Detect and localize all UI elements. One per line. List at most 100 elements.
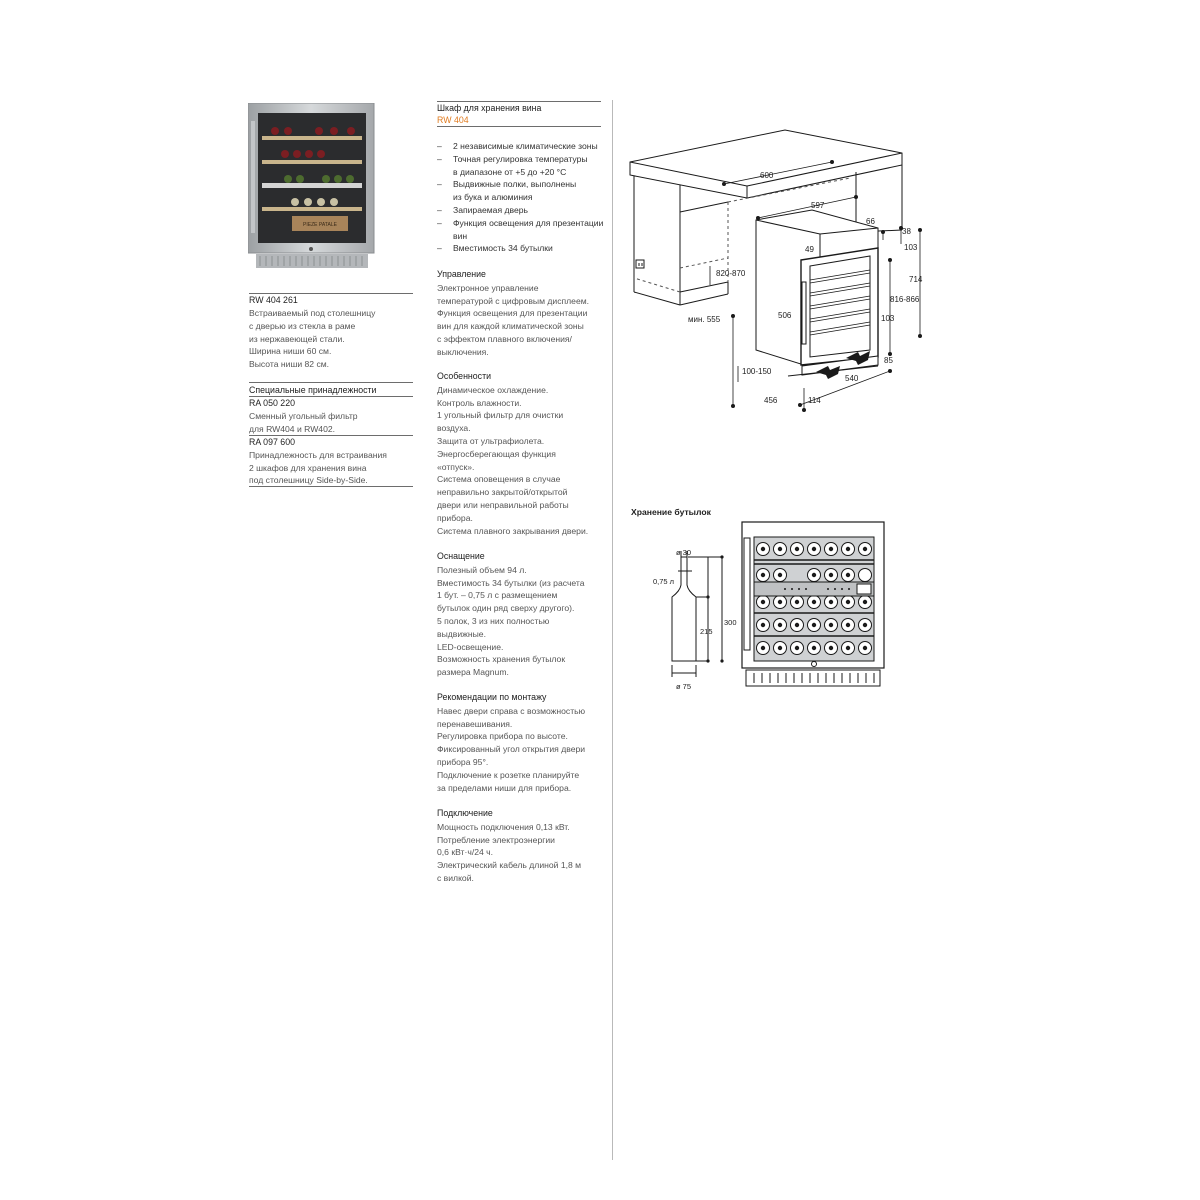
dim-66: 66 bbox=[866, 217, 875, 226]
accessory-line: для RW404 и RW402. bbox=[249, 423, 336, 434]
section-line: Система плавного закрывания двери. bbox=[437, 525, 589, 536]
section-line: Система оповещения в случае bbox=[437, 474, 561, 485]
front-view-drawing bbox=[741, 521, 885, 687]
accessory-line: Принадлежность для встраивания bbox=[249, 449, 387, 460]
section-title: Управление bbox=[437, 269, 486, 279]
product-description-1: Встраиваемый под столешницу bbox=[249, 308, 376, 318]
section-line: Электронное управление bbox=[437, 282, 539, 293]
section-line: 1 бут. – 0,75 л с размещением bbox=[437, 590, 558, 601]
accessory-item: RA 050 220 Сменный угольный фильтр для R… bbox=[249, 397, 419, 435]
section-line: за пределами ниши для прибора. bbox=[437, 782, 572, 793]
accessory-line: под столешницу Side-by-Side. bbox=[249, 475, 368, 486]
product-description-5: Высота ниши 82 см. bbox=[249, 359, 330, 370]
section-line: Регулировка прибора по высоте. bbox=[437, 731, 568, 742]
dim-816-866: 816-866 bbox=[890, 295, 920, 304]
dim-85: 85 bbox=[884, 356, 893, 365]
accessory-item: RA 097 600 Принадлежность для встраивани… bbox=[249, 436, 419, 487]
section-line: Возможность хранения бутылок bbox=[437, 654, 566, 665]
dim-820-870: 820-870 bbox=[716, 269, 746, 278]
divider bbox=[249, 486, 413, 487]
section-line: Функция освещения для презентации bbox=[437, 308, 588, 319]
airflow-arrow bbox=[846, 351, 870, 365]
product-description-3: из нержавеющей стали. bbox=[249, 333, 345, 344]
section-line: Защита от ультрафиолета. bbox=[437, 435, 545, 446]
dim-min-555: мин. 555 bbox=[688, 315, 721, 324]
airflow-arrow bbox=[816, 366, 840, 379]
section-control: Управление Электронное управление темпер… bbox=[437, 268, 609, 359]
divider bbox=[249, 382, 413, 383]
section-line: Энергосберегающая функция bbox=[437, 448, 556, 459]
list-item: –Запираемая дверь bbox=[437, 204, 529, 215]
page-title: Шкаф для хранения вина bbox=[437, 103, 542, 113]
dim-diameter-30: ø 30 bbox=[676, 548, 691, 557]
accessory-line: 2 шкафов для хранения вина bbox=[249, 462, 367, 473]
section-installation: Рекомендации по монтажу Навес двери спра… bbox=[437, 691, 609, 794]
section-line: Контроль влажности. bbox=[437, 397, 522, 408]
list-item: –Вместимость 34 бутылки bbox=[437, 243, 553, 254]
section-line: Вместимость 34 бутылки (из расчета bbox=[437, 577, 585, 588]
section-line: Динамическое охлаждение. bbox=[437, 384, 549, 395]
list-item: –2 независимые климатические зоны bbox=[437, 141, 598, 151]
crate-label: PIEZE PATALE bbox=[303, 222, 338, 228]
product-description-4: Ширина ниши 60 см. bbox=[249, 346, 332, 357]
dim-49: 49 bbox=[805, 245, 814, 254]
section-line: Фиксированный угол открытия двери bbox=[437, 744, 586, 755]
wine-shelves: PIEZE PATALE bbox=[262, 127, 362, 231]
bottle-storage-title: Хранение бутылок bbox=[631, 507, 711, 517]
section-line: Мощность подключения 0,13 кВт. bbox=[437, 821, 570, 832]
section-line: LED-освещение. bbox=[437, 641, 504, 652]
section-line: воздуха. bbox=[437, 423, 471, 434]
bottle-outline bbox=[671, 556, 697, 662]
dim-215: 215 bbox=[700, 627, 713, 636]
dim-540: 540 bbox=[845, 374, 859, 383]
accessory-code: RA 097 600 bbox=[249, 437, 295, 447]
product-block: RW 404 261 Встраиваемый под столешницу с… bbox=[249, 294, 419, 371]
section-line: бутылок один ряд сверху другого). bbox=[437, 603, 575, 614]
section-line: Электрический кабель длиной 1,8 м bbox=[437, 860, 582, 871]
model-subtitle: RW 404 bbox=[437, 115, 469, 125]
product-description-2: с дверью из стекла в раме bbox=[249, 320, 356, 331]
dim-456: 456 bbox=[764, 396, 778, 405]
section-line: вин для каждой климатической зоны bbox=[437, 321, 584, 332]
section-line: двери или неправильной работы bbox=[437, 499, 569, 510]
display-icon bbox=[856, 583, 872, 595]
section-equipment: Оснащение Полезный объем 94 л. Вместимос… bbox=[437, 550, 609, 679]
section-connection: Подключение Мощность подключения 0,13 кВ… bbox=[437, 807, 609, 885]
divider bbox=[437, 101, 601, 102]
dim-600: 600 bbox=[760, 171, 774, 180]
accessories-title: Специальные принадлежности bbox=[249, 385, 377, 395]
divider bbox=[249, 396, 413, 397]
dim-100-150: 100-150 bbox=[742, 367, 772, 376]
section-line: Навес двери справа с возможностью bbox=[437, 705, 586, 716]
section-features: Особенности Динамическое охлаждение. Кон… bbox=[437, 370, 609, 537]
section-line: прибора. bbox=[437, 512, 473, 523]
dim-103-top: 103 bbox=[904, 243, 918, 252]
control-panel bbox=[753, 581, 875, 597]
divider bbox=[437, 126, 601, 127]
socket-icon bbox=[635, 259, 645, 269]
volume-label: 0,75 л bbox=[653, 577, 674, 586]
door-handle bbox=[743, 537, 751, 651]
lock-icon bbox=[811, 661, 817, 667]
section-line: Потребление электроэнергии bbox=[437, 834, 555, 845]
dim-38: 38 bbox=[902, 227, 911, 236]
column-divider bbox=[612, 100, 613, 1160]
section-line: Подключение к розетке планируйте bbox=[437, 769, 580, 780]
dim-114: 114 bbox=[808, 396, 821, 405]
section-title: Особенности bbox=[437, 371, 492, 381]
section-line: размера Magnum. bbox=[437, 667, 509, 678]
dim-300: 300 bbox=[724, 618, 737, 627]
lock-icon bbox=[309, 247, 313, 251]
dim-506: 506 bbox=[778, 311, 792, 320]
product-photo: PIEZE PATALE bbox=[248, 103, 375, 268]
section-line: 5 полок, 3 из них полностью bbox=[437, 615, 550, 626]
dim-597: 597 bbox=[811, 201, 825, 210]
section-line: неправильно закрытой/открытой bbox=[437, 487, 568, 498]
bottle-diagram: ø 30 0,75 л 300 215 ø 75 bbox=[653, 548, 737, 691]
installation-drawing: 600 597 66 38 103 49 820-870 714 816-866… bbox=[629, 129, 923, 412]
section-line: перенавешивания. bbox=[437, 718, 513, 729]
section-line: Полезный объем 94 л. bbox=[437, 564, 527, 575]
